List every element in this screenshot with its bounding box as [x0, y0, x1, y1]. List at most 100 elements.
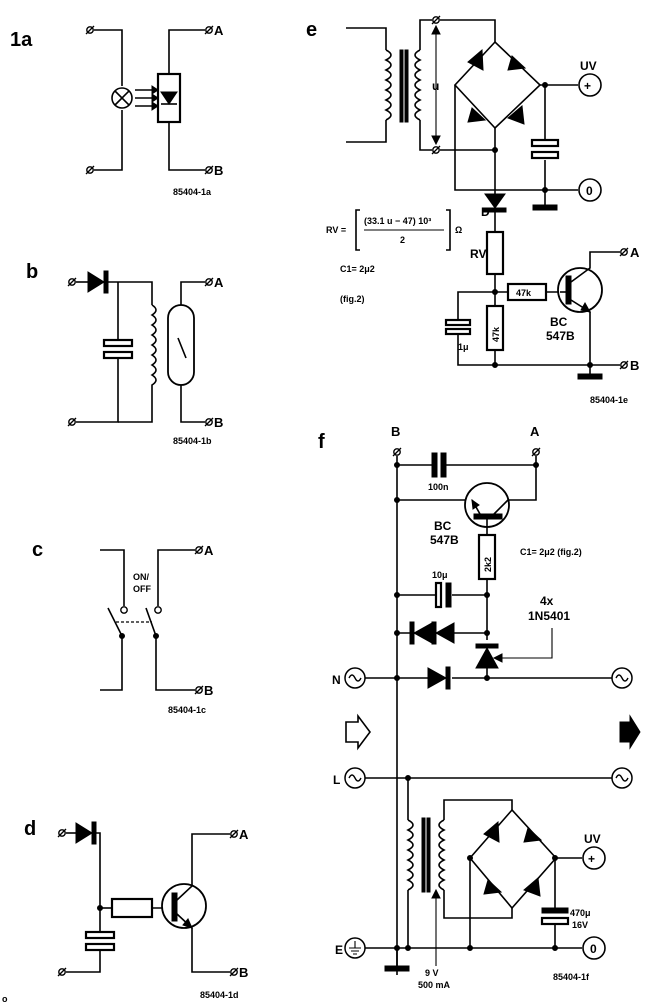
panel-label-f: f — [318, 431, 325, 453]
panel-label-b: b — [26, 261, 38, 283]
panel-e: e u + UV 0 D RV — [306, 15, 640, 405]
figure-ref: 85404-1f — [553, 972, 590, 982]
voltage-label-u: u — [432, 79, 439, 93]
transformer-voltage: 9 V — [425, 968, 439, 978]
ground-icon — [532, 204, 558, 211]
ac-terminal-icon — [611, 767, 633, 789]
capacitor-icon — [434, 581, 443, 609]
corner-mark: o — [2, 994, 8, 1004]
formula-lhs: RV = — [326, 225, 346, 235]
plus-sign: + — [588, 852, 595, 866]
terminal-a-icon — [619, 247, 629, 257]
terminal-icon — [85, 165, 95, 175]
transformer-primary-icon — [384, 49, 392, 121]
resistor-rv-icon — [485, 230, 505, 276]
terminal-b-icon — [204, 417, 214, 427]
pin-a-label: A — [214, 275, 224, 290]
capacitor-voltage: 16V — [572, 920, 588, 930]
panel-d: d A B 85404-1d — [24, 818, 249, 1000]
capacitor-icon — [84, 930, 116, 940]
capacitor-icon — [102, 338, 134, 348]
terminal-a-icon — [204, 25, 214, 35]
terminal-a-icon — [531, 447, 541, 457]
terminal-b-icon — [194, 685, 204, 695]
pin-b-label: B — [214, 163, 223, 178]
formula-unit: Ω — [455, 225, 462, 235]
arrow-in-icon — [345, 713, 371, 751]
terminal-icon — [67, 417, 77, 427]
rv-label: RV — [470, 247, 486, 261]
transformer-current: 500 mA — [418, 980, 451, 990]
zero-label: 0 — [586, 184, 593, 198]
diode-icon — [434, 622, 455, 644]
panel-1a: 1a A B 85404-1a — [10, 23, 224, 197]
panel-c: c ON/ OFF A B 85404-1c — [32, 539, 214, 715]
figure-ref: 85404-1c — [168, 705, 206, 715]
diode-count: 4x — [540, 594, 554, 608]
transistor-type: 547B — [546, 329, 575, 343]
terminal-icon — [431, 145, 441, 155]
capacitor-icon — [541, 907, 569, 914]
diode-icon — [75, 822, 93, 844]
fig-label: (fig.2) — [340, 294, 365, 304]
zero-terminal-icon — [582, 936, 606, 960]
terminal-a-icon — [194, 545, 204, 555]
terminal-b-icon — [619, 360, 629, 370]
pin-b-label: B — [391, 424, 400, 439]
pin-a-label: A — [239, 827, 249, 842]
diode-label: D — [481, 205, 490, 219]
panel-f: f B A 100n 2k2 BC 547B C1= 2μ2 (fig.2) 1… — [318, 424, 641, 990]
formula-denominator: 2 — [400, 235, 405, 245]
coil-icon — [118, 304, 157, 423]
switch-label-on: ON/ — [133, 572, 150, 582]
diode-icon — [87, 271, 105, 293]
ground-icon — [577, 373, 603, 380]
figure-ref: 85404-1d — [200, 990, 239, 1000]
diode-icon — [412, 622, 433, 644]
light-rays-icon — [135, 85, 159, 111]
c1-label: C1= 2μ2 (fig.2) — [520, 547, 582, 557]
capacitor-value: 470μ — [570, 908, 591, 918]
panel-label-1a: 1a — [10, 29, 33, 51]
capacitor-label: 10μ — [432, 570, 448, 580]
bridge-rectifier-icon — [468, 808, 558, 910]
ground-icon — [384, 965, 410, 972]
pin-a-label: A — [204, 543, 214, 558]
ac-terminal-icon — [611, 667, 633, 689]
positive-terminal-icon — [582, 846, 606, 870]
bridge-rectifier-icon — [453, 40, 542, 130]
terminal-icon — [57, 828, 67, 838]
figure-ref: 85404-1a — [173, 187, 212, 197]
capacitor-icon — [530, 138, 560, 148]
figure-ref: 85404-1b — [173, 436, 212, 446]
capacitor-icon — [444, 318, 472, 327]
switch-label-off: OFF — [133, 584, 151, 594]
panel-b: b A B 85404-1b — [26, 261, 224, 446]
formula-numerator: (33.1 u − 47) 10³ — [364, 216, 431, 226]
terminal-a-icon — [229, 829, 239, 839]
transformer-primary-icon — [406, 819, 414, 891]
pin-b-label: B — [239, 965, 248, 980]
l-label: L — [333, 773, 340, 787]
figure-ref: 85404-1e — [590, 395, 628, 405]
panel-label-e: e — [306, 19, 317, 41]
terminal-icon — [85, 25, 95, 35]
transistor-type: 547B — [430, 533, 459, 547]
pin-b-label: B — [630, 358, 639, 373]
capacitor-label: 100n — [428, 482, 449, 492]
n-label: N — [332, 673, 341, 687]
capacitor-icon — [431, 452, 438, 478]
zero-terminal-icon — [578, 178, 602, 202]
terminal-b-icon — [229, 967, 239, 977]
uv-label: UV — [580, 59, 597, 73]
resistor-icon — [506, 282, 548, 302]
terminal-icon — [57, 967, 67, 977]
terminal-icon — [67, 277, 77, 287]
ac-terminal-icon — [344, 767, 366, 789]
pin-b-label: B — [214, 415, 223, 430]
resistor-label: 47k — [491, 326, 501, 342]
pin-a-label: A — [530, 424, 540, 439]
diode-icon — [484, 193, 506, 209]
pin-a-label: A — [630, 245, 640, 260]
